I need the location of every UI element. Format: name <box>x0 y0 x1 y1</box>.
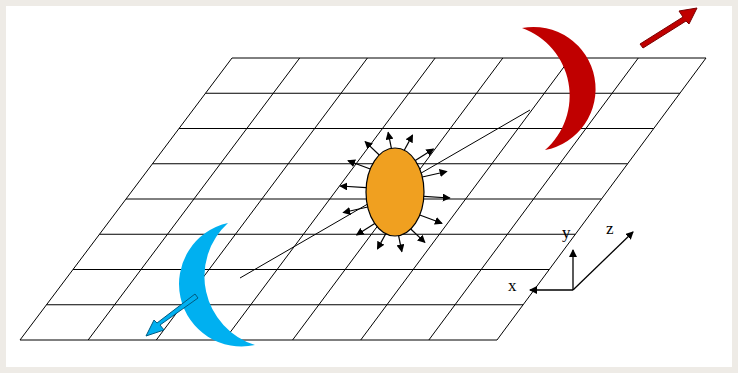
emission-arrow <box>377 234 385 249</box>
axis-triad <box>530 232 633 290</box>
fireball-ellipse <box>366 148 424 236</box>
red-arrow <box>640 8 697 48</box>
emission-arrow <box>415 149 433 160</box>
blue-nucleus <box>179 223 255 346</box>
red-nucleus <box>522 27 596 150</box>
emission-arrow <box>343 207 367 212</box>
emission-arrows <box>340 132 449 251</box>
emission-arrow <box>348 161 370 169</box>
grid-line <box>100 234 576 235</box>
grid-line <box>232 58 706 59</box>
emission-arrow <box>404 135 412 150</box>
collision-illustration <box>6 6 732 367</box>
grid-line <box>47 304 524 305</box>
emission-arrow <box>340 186 366 188</box>
grid-line <box>88 58 300 340</box>
grid-line <box>224 58 435 340</box>
grid-line <box>206 93 680 94</box>
grid-plane <box>20 58 706 340</box>
emission-arrow <box>357 223 375 234</box>
grid-line <box>429 58 638 340</box>
grid-line <box>126 199 602 200</box>
emission-arrow <box>411 229 425 242</box>
grid-line <box>73 269 549 270</box>
emission-arrow <box>422 171 446 176</box>
beam-axis <box>240 110 530 278</box>
grid-line <box>20 340 497 341</box>
emission-arrow <box>399 236 402 252</box>
blue-arrow <box>146 294 198 336</box>
axis-label: x <box>508 277 517 294</box>
grid-line <box>361 58 571 340</box>
axis-label: y <box>562 224 571 241</box>
figure-panel: y z x <box>6 6 732 367</box>
grid-line <box>293 58 503 340</box>
emission-arrow <box>420 215 442 223</box>
axis-label: z <box>606 220 614 237</box>
grid-line <box>497 58 706 340</box>
emission-arrow <box>424 196 450 198</box>
emission-arrow <box>388 132 391 148</box>
grid-line <box>179 128 654 129</box>
emission-arrow <box>365 142 379 155</box>
